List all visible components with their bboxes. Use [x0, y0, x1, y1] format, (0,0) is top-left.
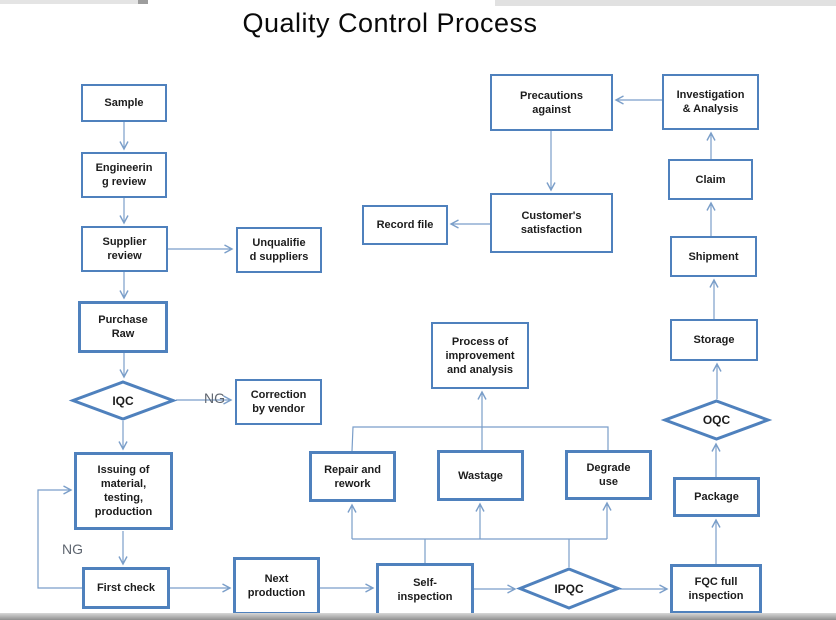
claim-text-line: Claim: [695, 173, 726, 186]
iqc-diamond-shape: [68, 380, 178, 421]
storage-text-line: Storage: [693, 334, 735, 346]
self-inspection-text-line: inspection: [397, 590, 453, 603]
oqc-text-line: OQC: [702, 413, 731, 427]
correction-by-vendor-text-line: Correction: [250, 389, 307, 401]
iqc-text-line: IQC: [112, 393, 134, 408]
ipqc-label: IPQC: [518, 567, 620, 610]
issuing-material-text-line: material,: [100, 478, 147, 490]
shipment-text-line: Shipment: [688, 250, 739, 263]
node-supplier-review: Supplier review: [81, 226, 168, 272]
engineering-review-text-line: g review: [101, 176, 147, 188]
node-first-check: First check: [82, 567, 170, 609]
first-check-text-line: First check: [96, 582, 156, 594]
node-self-inspection: Self-inspection: [376, 563, 474, 616]
node-claim: Claim: [668, 159, 753, 200]
top-edge-strip-left: [0, 0, 148, 4]
node-investigation-analysis: Investigation & Analysis: [662, 74, 759, 130]
customers-satisfaction-text-line: satisfaction: [520, 224, 583, 236]
supplier-review-text-line: review: [107, 250, 142, 262]
node-oqc: OQC: [660, 399, 773, 441]
repair-and-rework-text-line: rework: [334, 477, 371, 490]
repair-and-rework-text-line: Repair and: [324, 463, 381, 476]
issuing-material-text-line: Issuing of: [97, 464, 150, 476]
top-edge-strip-tick: [138, 0, 148, 4]
node-customers-satisfaction: Customer's satisfaction: [490, 193, 613, 253]
node-correction-by-vendor: Correction by vendor: [235, 379, 322, 425]
investigation-analysis-text-line: Investigation: [676, 89, 745, 101]
purchase-raw-text-line: Purchase: [98, 314, 148, 326]
precautions-against-text-line: Precautions: [520, 89, 583, 102]
node-storage: Storage: [670, 319, 758, 361]
issuing-material-text-line: testing,: [103, 492, 144, 504]
correction-by-vendor-text-line: by vendor: [252, 403, 305, 415]
investigation-analysis-text-line: & Analysis: [682, 103, 739, 115]
node-unqualified-suppliers: Unqualifie d suppliers: [236, 227, 322, 273]
node-package: Package: [673, 477, 760, 517]
node-sample: Sample: [81, 84, 167, 122]
customers-satisfaction-text-line: Customer's: [521, 210, 582, 222]
oqc-label: OQC: [663, 399, 770, 441]
degrade-use-text-line: use: [599, 476, 618, 488]
oqc-diamond-shape: [660, 399, 773, 441]
unqualified-suppliers-text-line: Unqualifie: [252, 237, 306, 249]
issuing-material-text-line: production: [94, 506, 153, 518]
degrade-use-text-line: Degrade: [586, 462, 631, 474]
package-text-line: Package: [694, 491, 739, 503]
ipqc-text-line: IPQC: [554, 581, 584, 596]
next-production-text-line: production: [247, 587, 306, 599]
ng-label-2: NG: [62, 541, 83, 557]
process-improvement-text-line: improvement: [445, 349, 515, 362]
node-degrade-use: Degrade use: [565, 450, 652, 500]
bottom-edge-strip: [0, 613, 836, 620]
node-shipment: Shipment: [670, 236, 757, 277]
edge-rail-top-repair-wastage-degrade: [351, 426, 609, 452]
node-ipqc: IPQC: [515, 567, 623, 610]
process-improvement-text-line: and analysis: [446, 363, 514, 376]
unqualified-suppliers-text-line: d suppliers: [249, 251, 309, 263]
node-wastage: Wastage: [437, 450, 524, 501]
ng-label-1: NG: [204, 390, 225, 406]
self-inspection-text-line: Self-: [413, 576, 437, 589]
top-edge-strip-right: [495, 0, 836, 6]
sample-text-line: Sample: [104, 97, 144, 109]
process-improvement-text-line: Process of: [451, 335, 509, 348]
node-issuing-material: Issuing of material, testing, production: [74, 452, 173, 530]
fqc-full-inspection-text-line: inspection: [688, 590, 744, 602]
node-next-production: Next production: [233, 557, 320, 615]
node-iqc: IQC: [68, 380, 178, 421]
edge-first-check-ng-loop-to-issuing: [37, 485, 82, 589]
iqc-label: IQC: [71, 380, 175, 421]
purchase-raw-text-line: Raw: [111, 328, 135, 340]
engineering-review-text-line: Engineerin: [95, 162, 153, 174]
fqc-full-inspection-text-line: FQC full: [694, 576, 738, 588]
next-production-text-line: Next: [264, 573, 289, 585]
node-engineering-review: Engineerin g review: [81, 152, 167, 198]
precautions-against-text-line: against: [532, 103, 571, 116]
supplier-review-text-line: Supplier: [102, 236, 147, 248]
ipqc-diamond-shape: [515, 567, 623, 610]
node-record-file: Record file: [362, 205, 448, 245]
record-file-text-line: Record file: [376, 219, 434, 231]
page-title: Quality Control Process: [242, 8, 538, 38]
wastage-text-line: Wastage: [458, 469, 503, 482]
node-fqc-full-inspection: FQC full inspection: [670, 564, 762, 614]
